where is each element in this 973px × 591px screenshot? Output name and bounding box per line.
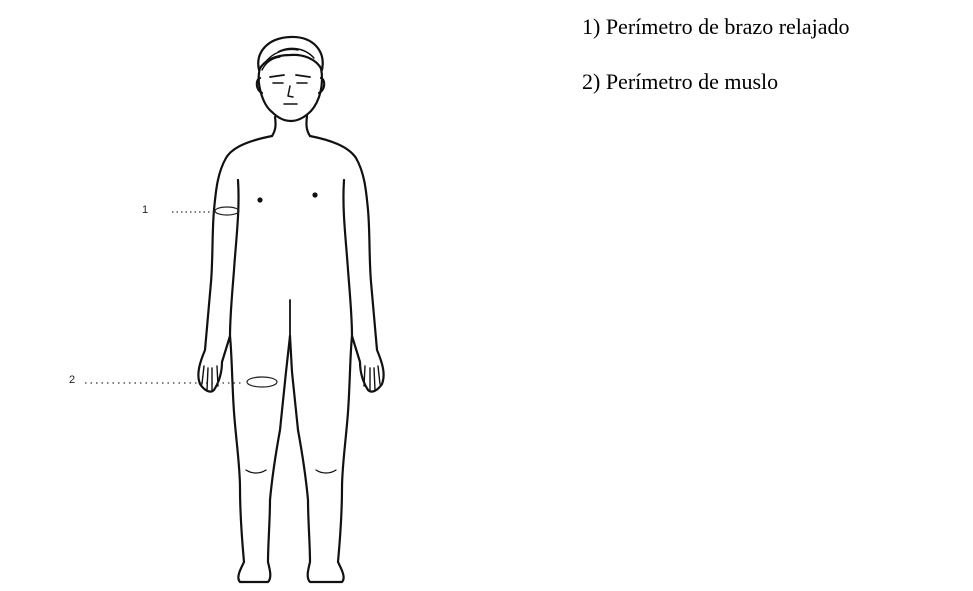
measurement-2-label: 2 [69,374,76,386]
right-eyebrow [295,74,311,78]
left-nipple [257,197,263,203]
measurement-1-group [172,206,240,216]
nose [287,85,294,98]
measurement-1-tape [214,206,240,216]
right-ear [317,76,326,95]
left-ear [255,76,264,95]
left-hand-fingers [201,365,219,391]
right-inner-arm [342,178,354,338]
measurement-2-tape [246,376,278,388]
left-knee [245,469,267,474]
measurement-1-label: 1 [142,204,149,216]
hair [257,35,324,72]
right-body-outline [288,134,385,584]
hair-strands [261,47,315,71]
legend-item-arm: 1) Perímetro de brazo relajado [582,14,850,39]
right-nipple [312,192,318,198]
head [257,66,324,123]
body-outline [197,35,385,584]
right-hand-fingers [363,365,381,391]
measurement-legend: 1) Perímetro de brazo relajado 2) Períme… [582,12,850,123]
neck-right [305,114,312,138]
left-body-outline [197,134,292,584]
right-knee [315,469,337,474]
left-inner-arm [228,178,240,338]
measurement-2-group [85,376,278,388]
neck-left [270,115,277,138]
legend-item-thigh: 2) Perímetro de muslo [582,69,779,94]
left-eyebrow [269,74,285,78]
